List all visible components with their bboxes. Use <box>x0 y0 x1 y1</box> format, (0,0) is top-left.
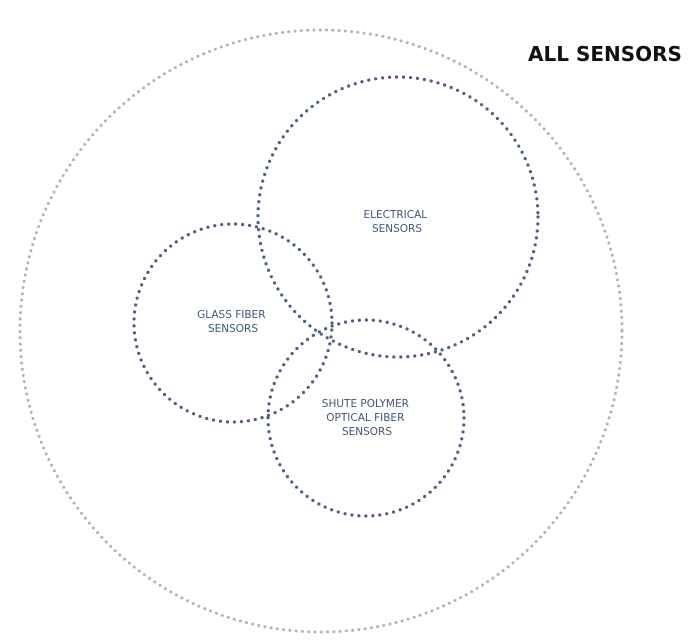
glass-fiber-label: GLASS FIBER SENSORS <box>197 309 269 335</box>
shute-polymer-label-line: SHUTE POLYMER <box>322 398 409 410</box>
electrical-label-line: ELECTRICAL <box>364 209 428 221</box>
electrical-label: ELECTRICAL SENSORS <box>364 209 431 235</box>
shute-polymer-label-line: SENSORS <box>342 426 392 438</box>
electrical-sensors-circle <box>256 75 540 359</box>
glass-fiber-label-line: SENSORS <box>208 323 258 335</box>
glass-fiber-sensors-circle <box>132 222 334 424</box>
all-sensors-circle <box>18 28 624 634</box>
shute-polymer-label-line: OPTICAL FIBER <box>326 412 404 424</box>
electrical-label-line: SENSORS <box>372 223 422 235</box>
shute-polymer-label: SHUTE POLYMER OPTICAL FIBER SENSORS <box>322 398 412 438</box>
all-sensors-title: ALL SENSORS <box>528 42 682 66</box>
glass-fiber-label-line: GLASS FIBER <box>197 309 265 321</box>
shute-polymer-sensors-circle <box>266 318 466 518</box>
